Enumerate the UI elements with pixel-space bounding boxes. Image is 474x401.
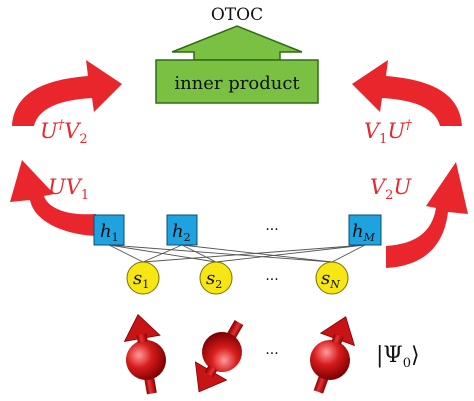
inner-product-label: inner product <box>174 73 300 94</box>
green-arrow-head <box>171 25 303 61</box>
label-right-upper: V1U† <box>364 118 412 147</box>
title-otoc: OTOC <box>211 5 263 25</box>
edge-h3-s2 <box>215 244 366 263</box>
label-left-lower: UV1 <box>48 175 89 203</box>
edge-h1-s3 <box>108 244 333 263</box>
right-upper-arrow <box>352 60 462 126</box>
hidden-ellipsis: ··· <box>265 222 278 238</box>
visible-node-s2: s2 <box>199 261 233 295</box>
label-left-upper: U†V2 <box>40 118 88 147</box>
edge-h1-s1 <box>108 244 144 263</box>
edge-h2-s1 <box>142 244 183 263</box>
hidden-layer: h1 h2 ··· hM <box>93 214 382 246</box>
right-lower-arrow <box>386 162 468 268</box>
label-right-lower: V2U <box>370 175 412 203</box>
inner-product-arrow: inner product <box>155 25 319 104</box>
svg-text:h2: h2 <box>172 221 191 244</box>
left-lower-arrow <box>10 160 96 236</box>
visible-node-sN: sN <box>315 261 349 295</box>
left-upper-arrow <box>12 60 122 126</box>
visible-layer: s1 s2 ··· sN <box>126 261 349 295</box>
left-arrows <box>10 60 122 236</box>
state-label-psi0: |Ψ0⟩ <box>376 343 420 371</box>
inner-product-box <box>155 59 319 104</box>
visible-ellipsis: ··· <box>265 272 278 288</box>
hidden-node-hM: hM <box>348 214 382 246</box>
edge-h3-s3 <box>331 244 366 263</box>
visible-node-s1: s1 <box>126 261 160 295</box>
edge-h2-s2 <box>181 244 217 263</box>
svg-text:hM: hM <box>352 221 376 244</box>
spin-2-down <box>194 320 244 393</box>
spin-3-up <box>310 316 356 394</box>
right-arrows <box>352 60 468 268</box>
svg-text:h1: h1 <box>100 221 119 244</box>
edge-h3-s1 <box>142 244 366 263</box>
hidden-node-h1: h1 <box>93 214 125 246</box>
spin-ellipsis: ··· <box>265 346 278 362</box>
svg-text:s1: s1 <box>133 268 149 291</box>
svg-text:sN: sN <box>321 268 340 291</box>
spin-1-up <box>123 314 166 395</box>
network-edges <box>108 244 366 263</box>
hidden-node-h2: h2 <box>166 214 198 246</box>
svg-text:s2: s2 <box>206 268 222 291</box>
